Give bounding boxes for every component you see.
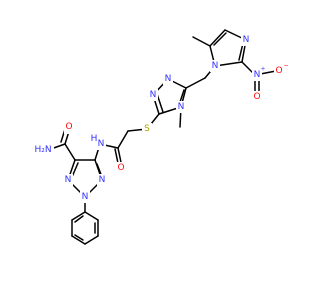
nitro-nitrogen-atom: N + <box>252 66 266 81</box>
bond <box>209 29 226 47</box>
nitro-nitrogen-label: N <box>254 70 261 80</box>
bond <box>64 143 76 161</box>
bond <box>117 130 129 149</box>
nitro-oxygen-bottom-label: O <box>253 92 260 102</box>
nitro-nitrogen-plus-charge: + <box>260 66 265 73</box>
triazole4-n4-atom: N <box>176 101 186 113</box>
imidazole-n1-atom: N <box>210 60 220 72</box>
bond <box>84 211 99 221</box>
triazole4-n1-atom: N <box>148 89 158 101</box>
bond <box>74 215 84 223</box>
triazole-n3-label: N <box>99 175 106 185</box>
nitro-oxygen-right-label: O <box>275 66 282 76</box>
triazole4-n2-label: N <box>165 74 172 84</box>
nitro-oxygen-bottom-atom: O <box>252 91 262 103</box>
triazole-n2-atom: N <box>80 191 90 203</box>
sulfur-atom: S <box>142 123 152 135</box>
bond <box>213 32 227 46</box>
triazole4-n1-label: N <box>150 90 157 100</box>
acyl-oxygen-atom: O <box>116 162 126 174</box>
bond <box>71 211 86 221</box>
nitro-oxygen-minus-charge: − <box>283 63 288 70</box>
amide-nh2-atom: H₂N <box>32 143 54 157</box>
amide-oxygen-label: O <box>65 122 72 132</box>
acyl-oxygen-label: O <box>117 163 124 173</box>
triazole-n1-label: N <box>65 175 72 185</box>
atoms: H₂N O H N O N N N S <box>32 34 289 203</box>
bond <box>192 36 211 47</box>
bonds <box>47 29 277 245</box>
bond <box>71 235 86 245</box>
bond <box>185 77 206 89</box>
nh-hydrogen-label: H <box>91 134 98 144</box>
imidazole-n1-label: N <box>212 61 219 71</box>
triazole4-n2-atom: N <box>163 73 173 85</box>
nh-nitrogen-label: N <box>98 139 105 149</box>
triazole-n3-atom: N <box>97 174 107 186</box>
sulfur-label: S <box>144 124 150 134</box>
molecule-structure-diagram: H₂N O H N O N N N S <box>32 29 289 245</box>
nitro-oxygen-right-atom: O − <box>274 63 289 77</box>
imidazole-n3-label: N <box>243 35 250 45</box>
amide-oxygen-atom: O <box>64 122 74 134</box>
bond <box>74 234 84 241</box>
triazole-n1-atom: N <box>63 174 73 186</box>
triazole-n2-label: N <box>82 192 89 202</box>
amide-nh2-label: H₂N <box>34 145 51 155</box>
bond <box>84 235 99 245</box>
imidazole-n3-atom: N <box>241 34 251 46</box>
triazole4-n4-label: N <box>178 102 185 112</box>
nh-atom: H N <box>91 134 106 150</box>
